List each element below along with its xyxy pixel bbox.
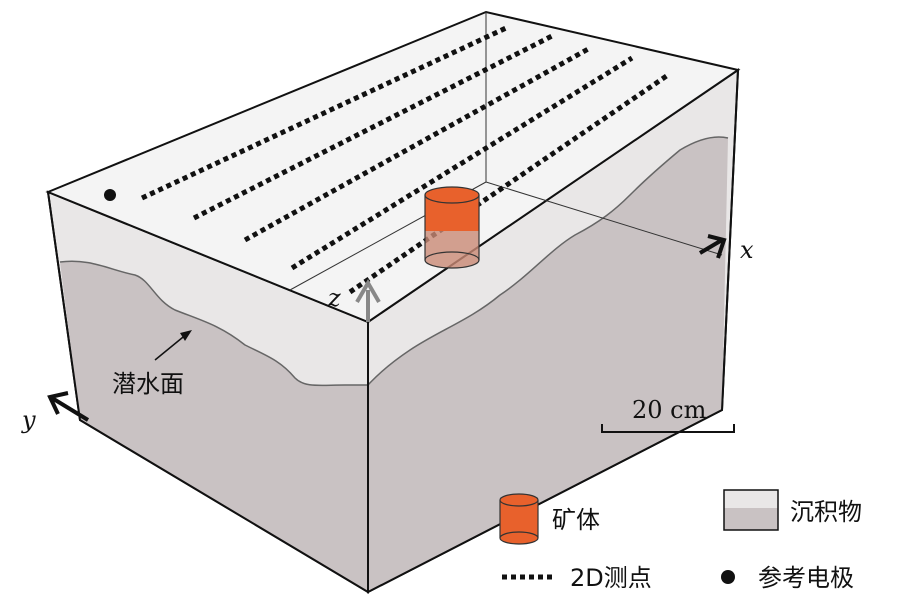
legend-sediment-label: 沉积物 [790,498,862,526]
x-axis [698,234,727,259]
water-table-line-front [59,260,368,387]
legend-sediment-swatch [723,489,779,531]
legend-reference-electrode-icon [721,570,735,584]
scale-bar-label: 20 cm [632,396,707,424]
water-table-leader-line [154,332,189,361]
legend: 矿体 沉积物 2D测点 参考电极 [499,489,862,592]
legend-ore-body-icon [499,493,539,545]
ore-body-bottom [424,251,480,269]
saturated-zone-right [368,136,728,592]
box-outline-right [367,69,739,593]
legend-reference-electrode-label: 参考电极 [758,564,854,592]
x-axis-label: x [740,236,754,264]
survey-line-4 [290,55,634,271]
z-axis-label: z [327,284,341,312]
hidden-edge-bottom-right [485,181,723,256]
water-table-leader-arrowhead [180,330,192,341]
box-outline-front [47,191,369,594]
saturated-zone-front [60,261,368,592]
survey-lines [140,25,670,295]
water-table-label: 潜水面 [112,370,184,398]
survey-line-1 [140,25,508,201]
legend-survey-points-label: 2D测点 [570,564,652,592]
y-axis [47,391,90,422]
water-table-line-right [367,136,729,386]
y-axis-label: y [21,406,36,434]
reference-electrode-dot [104,189,116,201]
scale-bar [601,424,735,433]
ore-body-top [424,186,480,204]
survey-line-5 [348,72,670,295]
ore-body-lower [425,231,479,268]
ore-body [424,186,480,269]
survey-line-2 [192,33,554,221]
survey-line-3 [243,45,592,243]
z-axis [355,279,381,322]
legend-ore-body-label: 矿体 [552,506,600,534]
